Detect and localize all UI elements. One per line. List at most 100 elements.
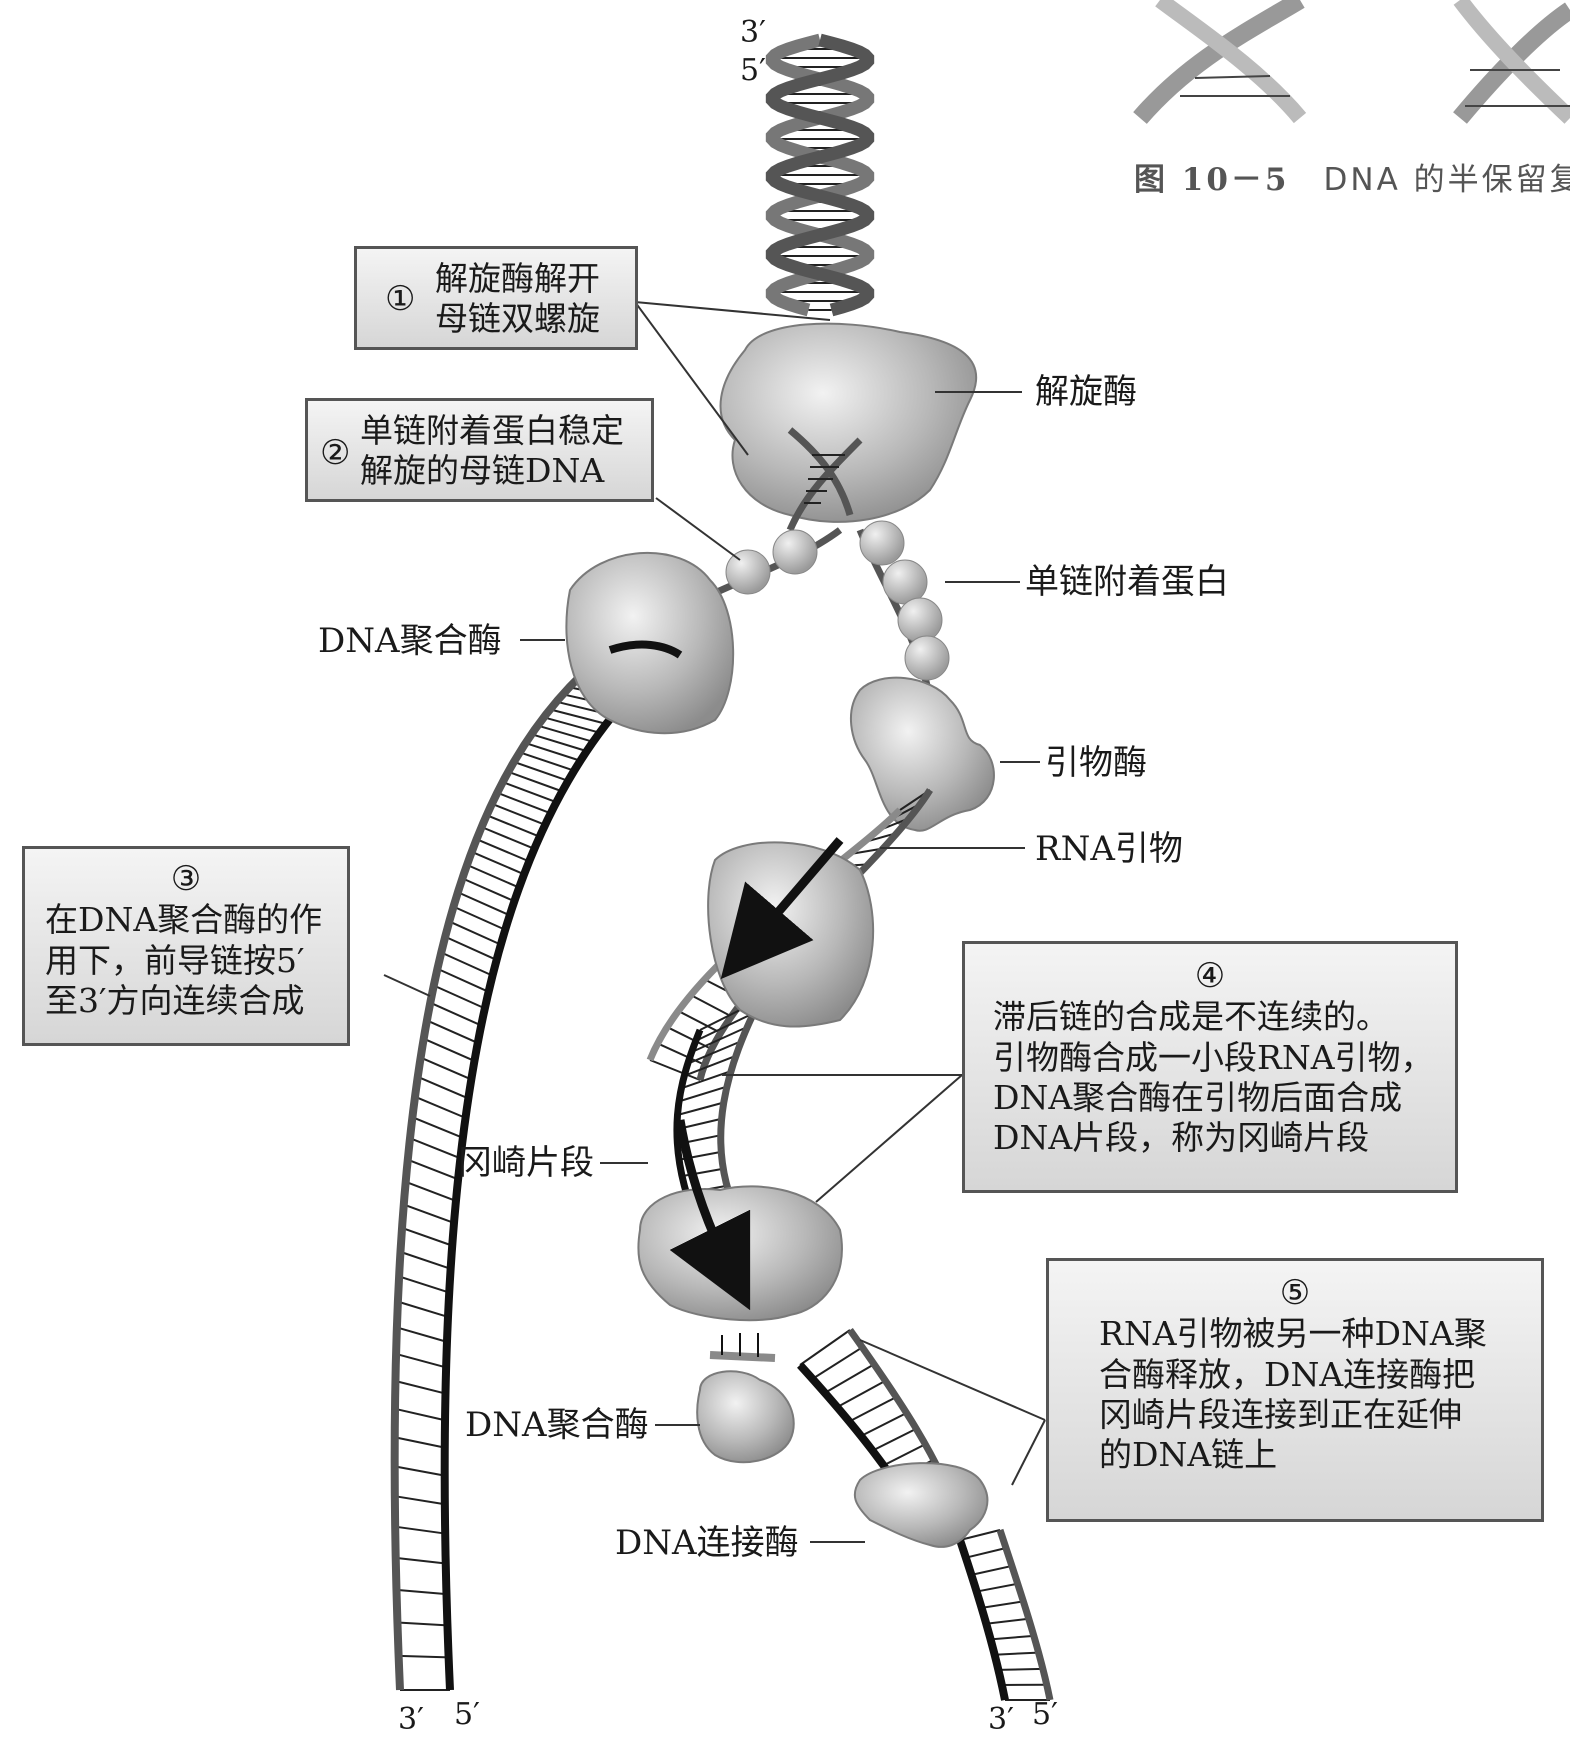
base-pair-rung <box>677 1010 721 1034</box>
figure-caption: 图 10－5 DNA 的半保留复 <box>1134 154 1570 199</box>
helix-strand-back <box>765 33 875 317</box>
step-5-line-1: RNA引物被另一种DNA聚 <box>1099 1314 1487 1354</box>
okazaki-arrow-2 <box>669 1119 751 1311</box>
ssb-bead <box>904 635 950 681</box>
leading-3prime-label: 3′ <box>398 1702 424 1737</box>
step-4-number: ④ <box>1194 956 1226 996</box>
polymerase-second-label: DNA聚合酶 <box>465 1405 649 1445</box>
lagging-new-bottom <box>956 1538 1009 1701</box>
base-pair-rung <box>395 1352 447 1369</box>
step-2-line-1: 单链附着蛋白稳定 <box>360 411 624 450</box>
base-pair-rung <box>883 1443 926 1467</box>
base-pair-rung <box>398 1275 450 1294</box>
ssb-label: 单链附着蛋白 <box>1025 562 1229 602</box>
ligase-label: DNA连接酶 <box>615 1523 799 1563</box>
base-pair-rung <box>811 1346 863 1380</box>
base-pair-rung <box>398 1654 449 1659</box>
base-pair-rung <box>502 781 557 804</box>
base-pair-rung <box>513 760 569 782</box>
fork-strand-right <box>786 437 863 532</box>
base-pair-rung <box>683 1054 737 1077</box>
step-5-number: ⑤ <box>1279 1273 1311 1313</box>
base-pair-rung <box>531 733 587 753</box>
lagging-3prime-label: 3′ <box>988 1702 1014 1737</box>
base-pair-rung <box>799 1329 851 1366</box>
okazaki-arrow-1 <box>720 837 844 980</box>
step-4-box: ④ 滞后链的合成是不连续的。 引物酶合成一小段RNA引物， DNA聚合酶在引物后… <box>962 941 1458 1193</box>
step-5-line-4: 的DNA链上 <box>1099 1435 1278 1475</box>
template-strand-leading-upper <box>698 527 843 604</box>
base-pair-rung <box>657 1042 706 1066</box>
leading-5prime-label: 5′ <box>454 1697 480 1732</box>
base-pair-rung <box>677 1101 725 1116</box>
base-pair-rung <box>971 1564 1013 1576</box>
step-2-number: ② <box>320 433 351 473</box>
base-pair-rung <box>491 802 546 826</box>
base-pair-rung <box>537 724 594 743</box>
pointer-lines <box>383 301 1046 1543</box>
base-pair-rung <box>420 1056 472 1081</box>
step-1-line-1: 解旋酶解开 <box>435 259 600 298</box>
base-pair-rung <box>981 1600 1024 1609</box>
base-pair-rung <box>394 1407 446 1422</box>
dna-polymerase-second <box>696 1370 795 1464</box>
base-pair-rung <box>453 905 506 931</box>
base-pair-rung <box>407 1158 459 1181</box>
released-primer <box>709 1351 776 1362</box>
base-pair-rung <box>412 1116 464 1139</box>
base-pair-rung <box>486 814 541 838</box>
step-5-line-3: 冈崎片段连接到正在延伸 <box>1099 1394 1462 1434</box>
ssb-bead <box>725 549 771 595</box>
base-pair-rung <box>476 838 530 863</box>
step-1-number: ① <box>385 279 416 319</box>
primase-label: 引物酶 <box>1045 743 1147 783</box>
ssb-proteins <box>725 520 950 681</box>
base-pair-rung <box>976 1582 1018 1593</box>
step-2-line-2: 解旋的母链DNA <box>360 451 605 491</box>
ssb-bead <box>772 529 818 575</box>
ssb-bead <box>882 559 928 605</box>
base-pair-rung <box>444 935 497 961</box>
released-primer-rungs <box>721 1333 759 1357</box>
base-pair-rung <box>396 1326 448 1343</box>
base-pair-rung <box>417 1075 469 1100</box>
step-3-line-1: 在DNA聚合酶的作 <box>45 900 323 940</box>
leading-new-strand <box>440 652 673 1691</box>
parent-double-helix <box>765 33 875 317</box>
polymerase-leading-label: DNA聚合酶 <box>318 621 502 661</box>
base-pair-rung <box>448 920 502 946</box>
step-5-line-2: 合酶释放，DNA连接酶把 <box>1099 1354 1476 1394</box>
figure-title: DNA 的半保留复 <box>1323 162 1570 198</box>
base-pair-rung <box>543 716 600 734</box>
ssb-bead <box>859 520 905 566</box>
base-pair-rung <box>396 1588 447 1596</box>
dna-polymerase-lagging-lower <box>637 1185 843 1322</box>
base-pair-rung <box>690 994 732 1018</box>
base-pair-rung <box>691 1025 748 1054</box>
base-pair-rung <box>409 1137 461 1160</box>
fork-base-pairs <box>804 454 845 504</box>
base-pair-rung <box>965 1547 1007 1559</box>
figure-number: 图 10－5 <box>1134 162 1290 198</box>
base-pair-rung <box>986 1617 1029 1625</box>
base-pair-rung <box>401 1226 453 1247</box>
base-pair-rung <box>433 984 486 1010</box>
base-pair-rung <box>519 751 575 772</box>
base-pair-rung <box>394 1436 445 1449</box>
base-pair-rung <box>872 1427 917 1452</box>
base-pair-rung <box>400 1250 451 1270</box>
base-pair-rung <box>394 1465 445 1477</box>
step-1-box: ① 解旋酶解开 母链双螺旋 <box>354 246 638 350</box>
base-pair-rung <box>649 1059 701 1081</box>
base-pair-rung <box>461 877 515 903</box>
base-pair-rung <box>990 1634 1034 1641</box>
leading-template-strand <box>390 646 613 1691</box>
step-3-line-3: 至3′方向连续合成 <box>45 980 305 1020</box>
base-pair-rung <box>860 1412 908 1437</box>
neighbor-figure-fragment <box>1133 0 1570 124</box>
top-5prime-label: 5′ <box>740 53 766 88</box>
base-pair-rung <box>525 742 581 762</box>
base-pair-rung <box>481 826 535 850</box>
base-pair-rung <box>440 951 493 977</box>
lagging-template-bottom <box>996 1528 1054 1701</box>
